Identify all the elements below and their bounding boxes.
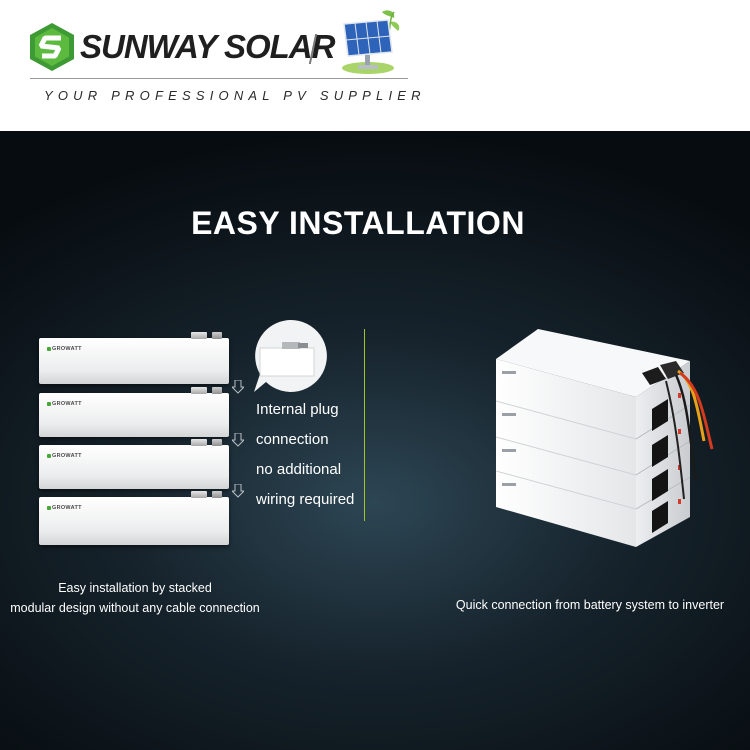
- plug-text-line: wiring required: [256, 491, 355, 508]
- arrow-down-icon: [232, 380, 244, 394]
- connection-caption: Quick connection from battery system to …: [455, 598, 725, 612]
- battery-module-2: GROWATT: [39, 387, 229, 437]
- section-title: EASY INSTALLATION: [191, 205, 525, 241]
- battery-module-3: GROWATT: [39, 439, 229, 489]
- plug-connector: [191, 439, 207, 446]
- plug-connector: [212, 439, 222, 446]
- battery-module-4: GROWATT: [39, 491, 229, 545]
- brand-name: SUNWAY SOLAR: [80, 28, 335, 65]
- plug-connector: [191, 387, 207, 394]
- accent-divider: [364, 329, 365, 521]
- plug-feature-text: Internal plug connection no additional w…: [256, 395, 354, 515]
- header-divider: [30, 78, 408, 79]
- plug-connector: [212, 491, 222, 498]
- arrow-down-icon: [232, 484, 244, 498]
- module-brand-label: GROWATT: [47, 346, 82, 352]
- battery-stack-image: [495, 329, 714, 547]
- plug-connector: [191, 332, 207, 339]
- plug-zoom-callout: [254, 319, 327, 392]
- solar-panel-icon: [342, 10, 400, 74]
- stacking-caption: Easy installation by stacked modular des…: [0, 578, 270, 618]
- caption-line: Easy installation by stacked: [58, 581, 212, 595]
- site-header: SUNWAY SOLAR YOUR PROFESSIONAL PV SUPPLI…: [0, 0, 750, 131]
- battery-module-1: GROWATT: [39, 332, 229, 384]
- module-brand-label: GROWATT: [47, 453, 82, 459]
- plug-connector: [212, 387, 222, 394]
- hexagon-s-logo-icon: [30, 23, 74, 71]
- module-brand-label: GROWATT: [47, 401, 82, 407]
- module-brand-label: GROWATT: [47, 505, 82, 511]
- arrow-down-icon: [232, 433, 244, 447]
- plug-text-line: Internal plug: [256, 401, 339, 418]
- plug-text-line: connection: [256, 431, 329, 448]
- plug-connector: [191, 491, 207, 498]
- feature-panel: EASY INSTALLATION GROWATT GROWATT GROWAT…: [0, 131, 750, 750]
- plug-connector: [212, 332, 222, 339]
- plug-text-line: no additional: [256, 461, 342, 478]
- caption-line: modular design without any cable connect…: [10, 601, 260, 615]
- tagline: YOUR PROFESSIONAL PV SUPPLIER: [44, 88, 426, 103]
